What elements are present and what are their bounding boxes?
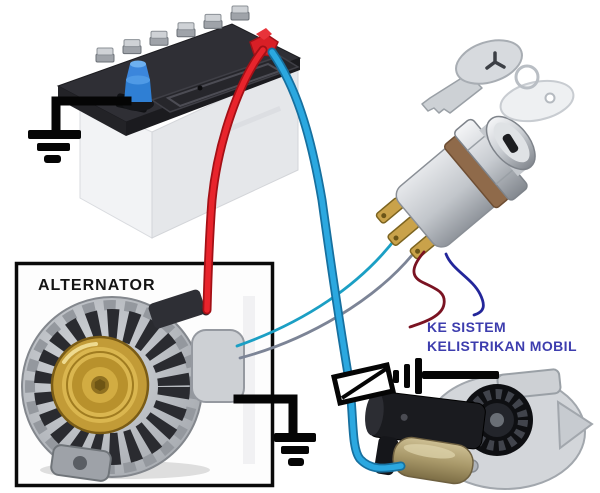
battery	[56, 5, 302, 239]
pulley-nut	[94, 379, 106, 391]
accessory-wire-dark-blue	[444, 252, 485, 317]
battery-negative-terminal	[115, 60, 154, 113]
battery-ground-symbol	[28, 96, 132, 163]
key-1-blade	[421, 73, 483, 114]
key-2-hole	[544, 92, 556, 104]
alternator-terminal-block	[148, 289, 206, 329]
accessory-wire-dark-red	[408, 250, 446, 329]
alternator-ground-symbol	[233, 394, 316, 466]
alternator-mount-hole	[73, 456, 87, 470]
battery-vent-caps	[95, 5, 250, 63]
alternator	[21, 289, 245, 482]
box-sheen	[243, 296, 255, 464]
starter-ground-symbol	[393, 358, 499, 394]
key-1-head	[455, 39, 523, 85]
ignition-switch	[375, 115, 536, 260]
starter-nose-cone	[556, 400, 594, 450]
alternator-regulator	[191, 329, 245, 403]
key-ring	[514, 64, 540, 90]
to-electrical-system-label: KE SISTEM KELISTRIKAN MOBIL	[427, 319, 577, 354]
battery-to-starter-cable-blue	[267, 47, 406, 473]
to-electrical-system-line2: KELISTRIKAN MOBIL	[427, 338, 577, 354]
alternator-vent-fins	[34, 309, 190, 465]
starter-motor-body	[365, 390, 486, 450]
switch-to-alternator-wire-cyan	[235, 236, 398, 348]
starter-spindle	[490, 413, 504, 427]
fuse-symbol	[330, 362, 397, 406]
keyhole	[502, 133, 519, 153]
battery-label-strip	[229, 106, 282, 131]
positive-cable-red	[202, 45, 268, 315]
alternator-label: ALTERNATOR	[38, 277, 156, 294]
keys	[421, 39, 575, 123]
plate-hole	[197, 85, 203, 91]
key-1-logo	[485, 51, 506, 70]
pulley-highlight	[62, 342, 98, 364]
battery-raised-plate	[150, 55, 300, 113]
to-electrical-system-line1: KE SISTEM	[427, 319, 506, 335]
key-2-head	[499, 79, 575, 123]
key-1	[421, 39, 523, 114]
alternator-pulley	[50, 335, 150, 435]
